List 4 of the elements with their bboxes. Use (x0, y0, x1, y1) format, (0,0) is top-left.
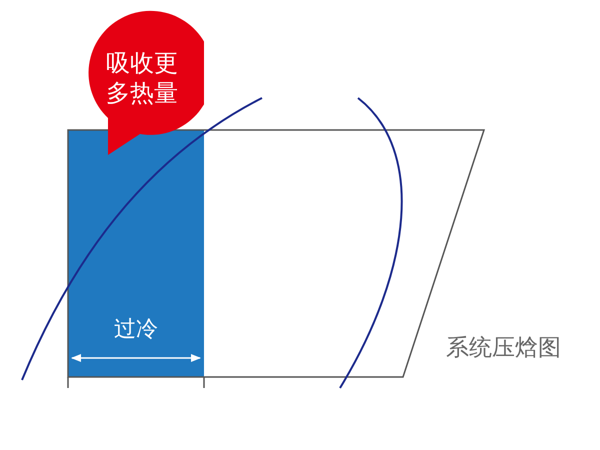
subcooling-band (68, 130, 204, 377)
bubble-text: 吸收更多热量 (106, 48, 178, 108)
chart-title: 系统压焓图 (446, 334, 561, 363)
band-label: 过冷 (113, 316, 159, 344)
